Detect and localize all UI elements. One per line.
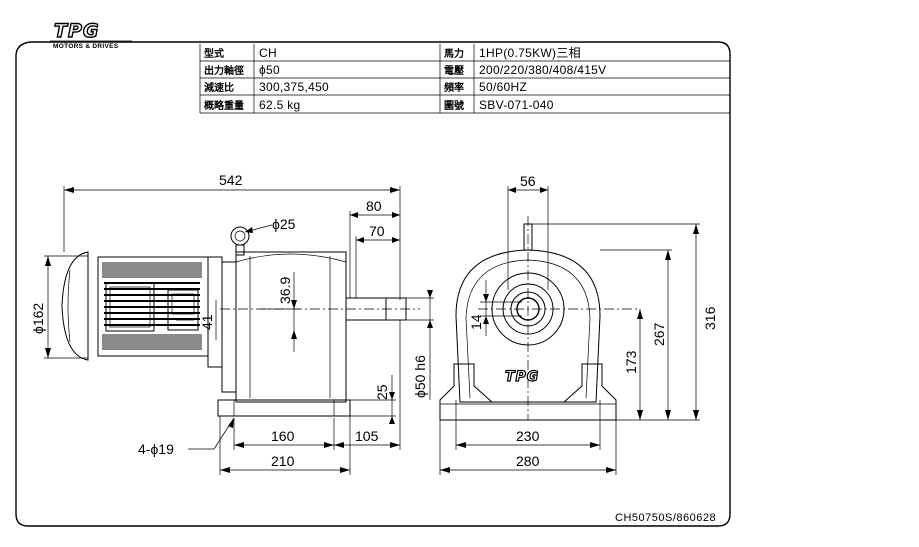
dim-base-210: 210 [271,453,295,469]
dim-base-25: 25 [374,384,390,400]
spec-value-power: 1HP(0.75KW)三相 [479,46,581,60]
spec-label-weight: 概略重量 [204,99,244,112]
front-logo: TPG [505,369,539,385]
dim-base-230: 230 [516,428,540,444]
dim-base-105: 105 [355,428,379,444]
dim-shaft-80: 80 [366,198,382,214]
dim-height-267: 267 [651,322,667,346]
spec-value-shaft: ϕ50 [259,63,280,77]
spec-label-drawing-no: 圖號 [444,99,464,112]
dim-base-160: 160 [271,428,295,444]
dim-offset-41: 41 [199,314,215,330]
spec-value-weight: 62.5 kg [259,98,300,112]
spec-value-voltage: 200/220/380/408/415V [479,63,606,77]
logo-tagline: MOTORS & DRIVES [53,43,119,50]
frame-border [15,41,731,527]
spec-label-model: 型式 [204,47,224,60]
dim-height-173: 173 [623,350,639,374]
side-view: 542 80 70 ϕ25 ϕ162 36.9 41 [30,172,434,475]
dim-base-280: 280 [516,453,540,469]
spec-value-drawing-no: SBV-071-040 [479,98,554,112]
dim-overall-length: 542 [219,172,243,188]
logo-brand: TPG [54,20,99,42]
spec-value-model: CH [259,46,277,60]
spec-table: 型式 CH 出力軸徑 ϕ50 減速比 300,375,450 概略重量 62.5… [199,44,730,114]
spec-label-power: 馬力 [444,47,464,60]
dim-key-14: 14 [468,314,484,330]
tpg-logo: TPG MOTORS & DRIVES [50,16,132,50]
spec-value-ratio: 300,375,450 [259,80,329,94]
spec-value-frequency: 50/60HZ [479,80,527,94]
spec-label-voltage: 電壓 [444,65,464,77]
front-view: TPG 56 14 316 267 173 230 [439,173,718,475]
spec-label-shaft: 出力軸徑 [204,64,244,77]
dim-bolt-holes: 4-ϕ19 [138,441,174,457]
dim-eyebolt: ϕ25 [272,216,296,232]
dim-key-36-9: 36.9 [277,277,293,304]
spec-label-ratio: 減速比 [204,81,234,94]
dim-shaft-70: 70 [369,223,385,239]
dim-motor-diameter: ϕ162 [30,303,46,334]
spec-label-frequency: 頻率 [444,81,464,94]
dim-key-56: 56 [520,173,536,189]
dim-height-316: 316 [702,306,718,330]
drawing-code: CH50750S/860628 [615,512,716,524]
dim-shaft-diameter: ϕ50 h6 [412,355,428,398]
